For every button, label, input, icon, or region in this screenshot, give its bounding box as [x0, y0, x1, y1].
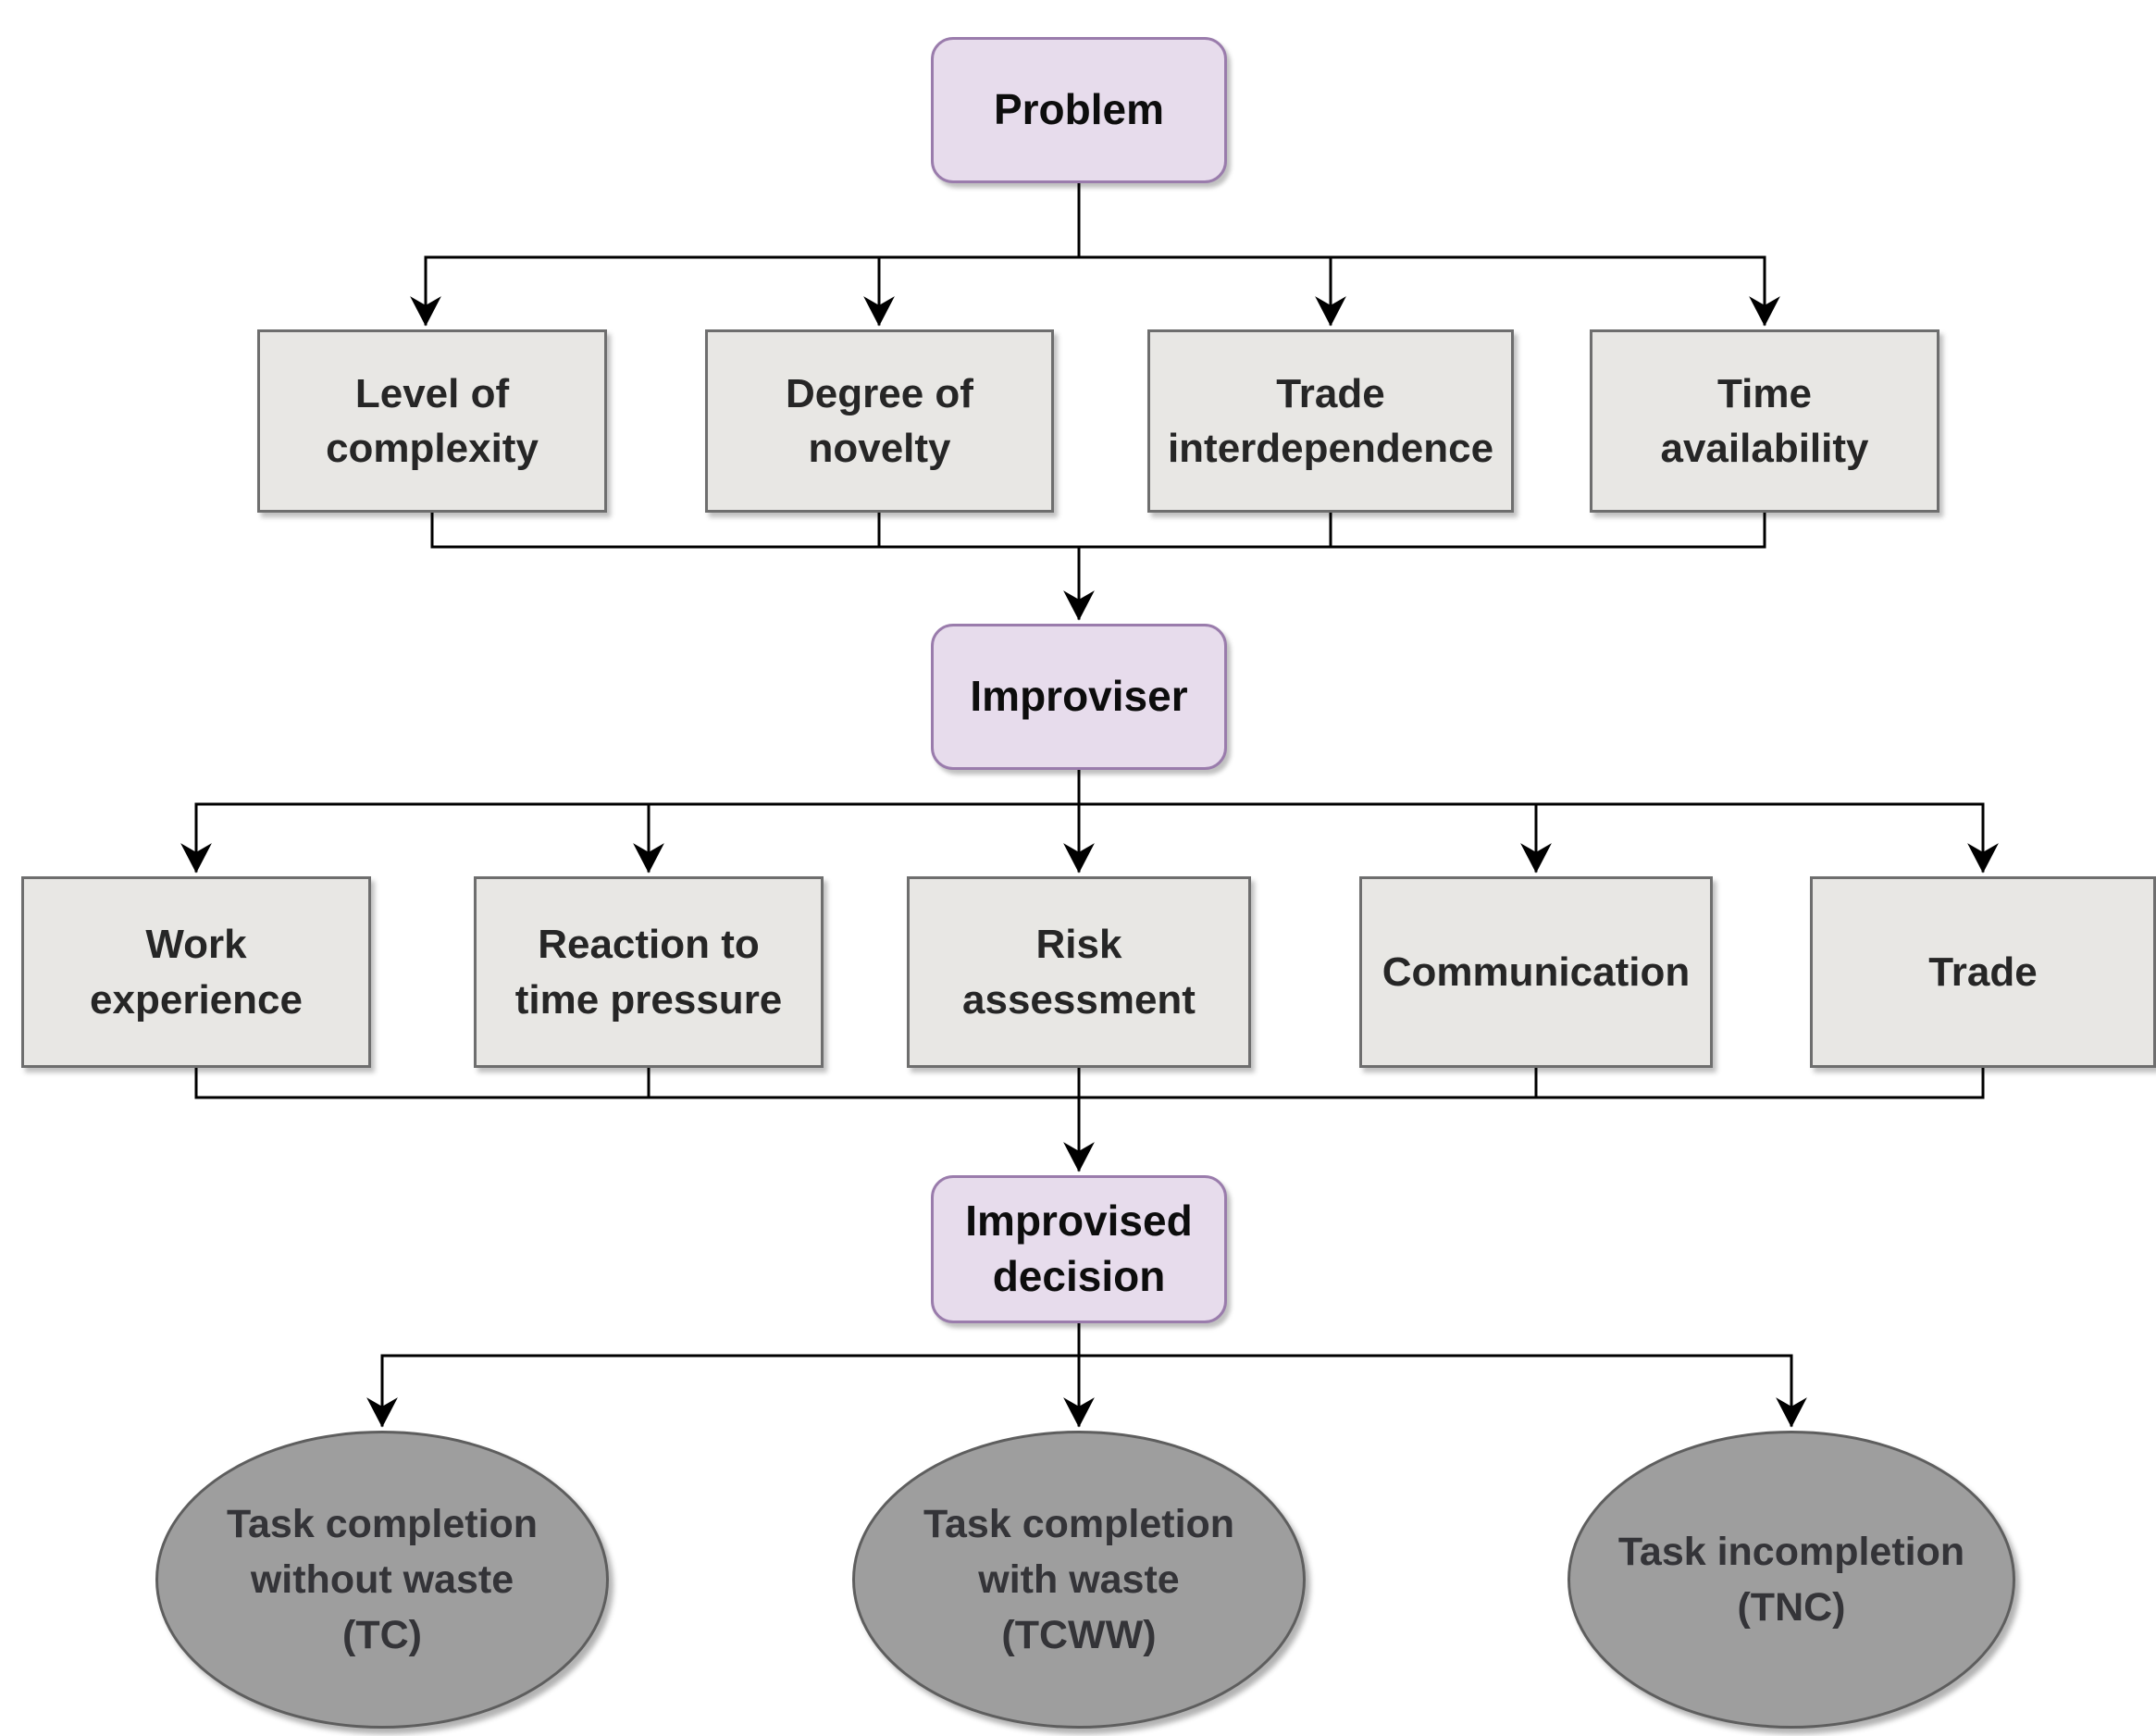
- node-task-completion-with-waste: Task completion with waste (TCWW): [852, 1431, 1306, 1729]
- node-trade: Trade: [1810, 876, 2156, 1068]
- node-degree-of-novelty: Degree of novelty: [705, 329, 1054, 513]
- node-task-completion-without-waste: Task completion without waste (TC): [155, 1431, 609, 1729]
- node-risk-assessment: Risk assessment: [907, 876, 1251, 1068]
- node-communication: Communication: [1359, 876, 1713, 1068]
- node-reaction-to-time-pressure: Reaction to time pressure: [474, 876, 824, 1068]
- node-improvised-decision: Improvised decision: [931, 1175, 1227, 1323]
- node-improviser: Improviser: [931, 624, 1227, 770]
- node-problem: Problem: [931, 37, 1227, 183]
- node-work-experience: Work experience: [21, 876, 371, 1068]
- node-level-of-complexity: Level of complexity: [257, 329, 607, 513]
- node-task-incompletion: Task incompletion (TNC): [1567, 1431, 2015, 1729]
- node-time-availability: Time availability: [1590, 329, 1939, 513]
- node-trade-interdependence: Trade interdependence: [1147, 329, 1514, 513]
- connector-lines: [194, 181, 1985, 1358]
